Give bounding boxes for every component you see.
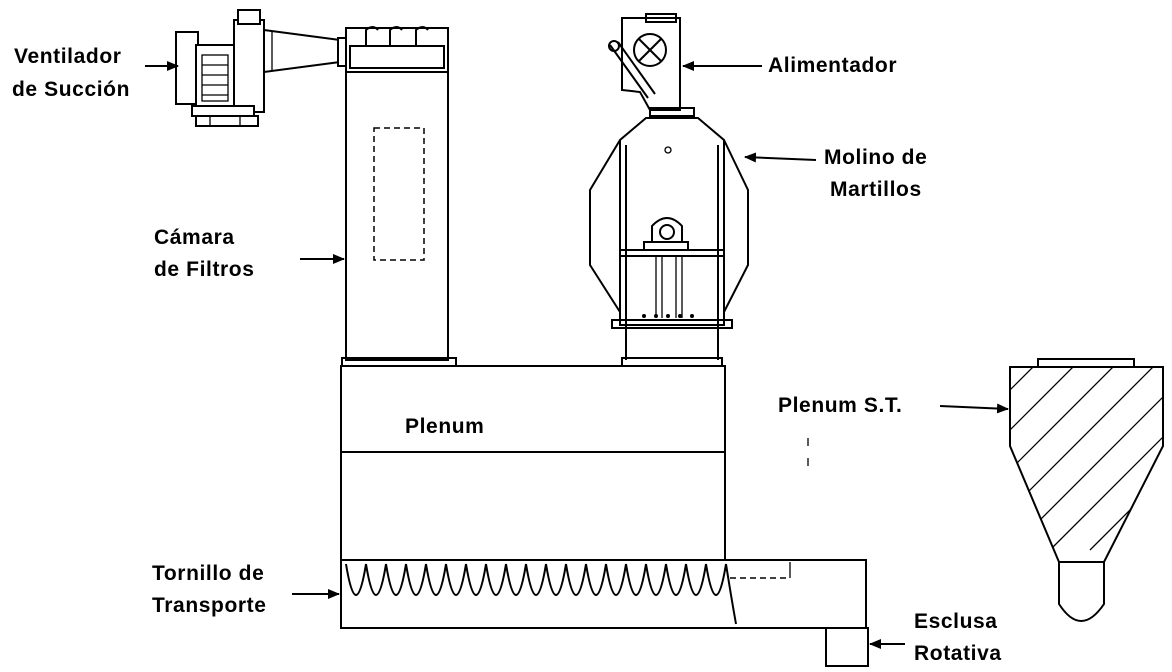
label-valve-line1: Esclusa [914, 610, 998, 633]
label-fan-line1: Ventilador [14, 45, 122, 68]
plenum [340, 365, 726, 561]
hammer-mill [589, 117, 749, 367]
leader-arrows [145, 61, 1009, 649]
label-mill-line1: Molino de [824, 146, 928, 169]
transport-screw [340, 559, 867, 629]
label-mill-line2: Martillos [830, 178, 922, 201]
feeder [608, 13, 695, 117]
label-screw-line2: Transporte [152, 594, 267, 617]
suction-fan [175, 9, 347, 127]
label-feeder: Alimentador [768, 54, 898, 77]
label-plenum-st: Plenum S.T. [778, 394, 903, 417]
label-valve-line2: Rotativa [914, 642, 1002, 665]
label-filter-line1: Cámara [154, 226, 235, 249]
label-plenum: Plenum [405, 415, 485, 438]
filter-chamber [341, 26, 457, 367]
label-fan-line2: de Succión [12, 78, 131, 101]
label-filter-line2: de Filtros [154, 258, 255, 281]
label-screw-line1: Tornillo de [152, 562, 265, 585]
rotary-valve [825, 627, 869, 667]
